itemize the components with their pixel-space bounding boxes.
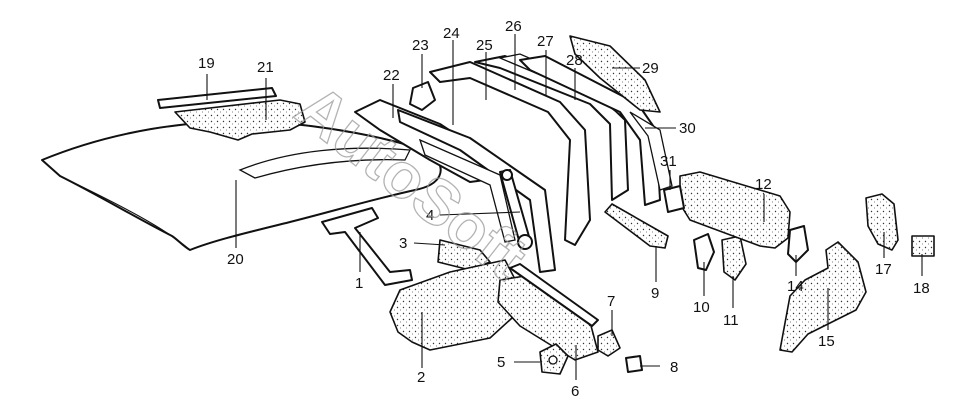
callout-12: 12	[755, 176, 772, 193]
callout-29: 29	[642, 60, 659, 77]
part-11-latch	[721, 235, 747, 281]
callouts: 1 2 3 4 5 6 7 8 9 10 11 12 14 15 17 18 1…	[198, 18, 930, 400]
part-25-seal	[429, 61, 591, 246]
callout-20: 20	[227, 251, 244, 268]
part-6-rail	[509, 263, 599, 327]
callout-28: 28	[566, 52, 583, 69]
callout-23: 23	[412, 37, 429, 54]
leader-4	[439, 211, 521, 216]
part-19-rail	[157, 87, 277, 109]
part-15-corner-trim	[779, 241, 867, 353]
callout-2: 2	[417, 369, 425, 386]
part-1-bracket	[321, 207, 413, 286]
leader-lines	[206, 34, 923, 380]
callout-5: 5	[497, 354, 505, 371]
callout-26: 26	[505, 18, 522, 35]
callout-30: 30	[679, 120, 696, 137]
part-20-roof-edge	[59, 175, 191, 251]
part-24-window-frame	[397, 109, 556, 273]
callout-14: 14	[787, 278, 804, 295]
part-23-latch	[409, 81, 436, 111]
part-29-cover	[569, 35, 661, 113]
callout-9: 9	[651, 285, 659, 302]
callout-4: 4	[426, 207, 434, 224]
part-30-edge	[629, 111, 673, 191]
part-12-panel	[679, 171, 791, 249]
part-31-bracket	[663, 185, 685, 213]
callout-27: 27	[537, 33, 554, 50]
part-5-hole	[548, 355, 558, 365]
callout-24: 24	[443, 25, 460, 42]
callout-3: 3	[399, 235, 407, 252]
part-9-bar	[604, 203, 669, 249]
callout-21: 21	[257, 59, 274, 76]
part-4-pivot	[501, 169, 513, 181]
leader-3	[413, 242, 446, 246]
callout-6: 6	[571, 383, 579, 400]
callout-17: 17	[875, 261, 892, 278]
callout-22: 22	[383, 67, 400, 84]
part-8-clip	[625, 355, 643, 373]
callout-11: 11	[723, 312, 739, 329]
part-7-clip	[597, 329, 621, 357]
part-14-bracket	[787, 225, 809, 263]
callout-8: 8	[670, 359, 678, 376]
callout-31: 31	[660, 153, 677, 170]
part-21-trim	[174, 99, 306, 141]
part-4-strut-end	[517, 234, 533, 250]
part-20-roof-fold	[238, 147, 412, 179]
callout-18: 18	[913, 280, 930, 297]
part-17-lamp	[865, 193, 899, 251]
callout-1: 1	[355, 275, 363, 292]
callout-7: 7	[607, 293, 615, 310]
part-10-latch	[693, 233, 715, 271]
callout-15: 15	[818, 333, 835, 350]
callout-25: 25	[476, 37, 493, 54]
callout-10: 10	[693, 299, 710, 316]
part-18-lamp	[911, 235, 935, 257]
callout-19: 19	[198, 55, 215, 72]
